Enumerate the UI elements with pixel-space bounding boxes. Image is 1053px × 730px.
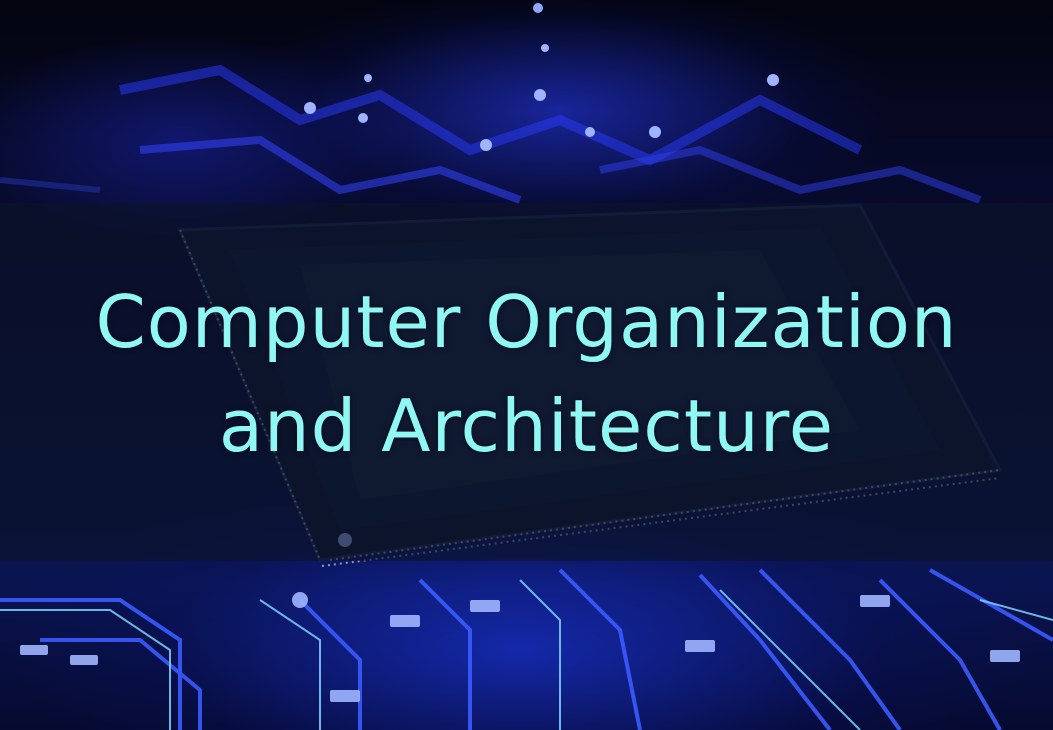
page-title: Computer Organization and Architecture: [0, 270, 1053, 478]
title-overlay-band: [0, 203, 1053, 561]
top-circuit-traces: [0, 64, 982, 204]
bottom-circuit-traces: [0, 568, 1053, 730]
binary-digits: [304, 3, 779, 151]
title-line-1: Computer Organization: [95, 280, 958, 364]
title-line-2: and Architecture: [218, 384, 835, 468]
bright-traces: [0, 579, 1053, 730]
